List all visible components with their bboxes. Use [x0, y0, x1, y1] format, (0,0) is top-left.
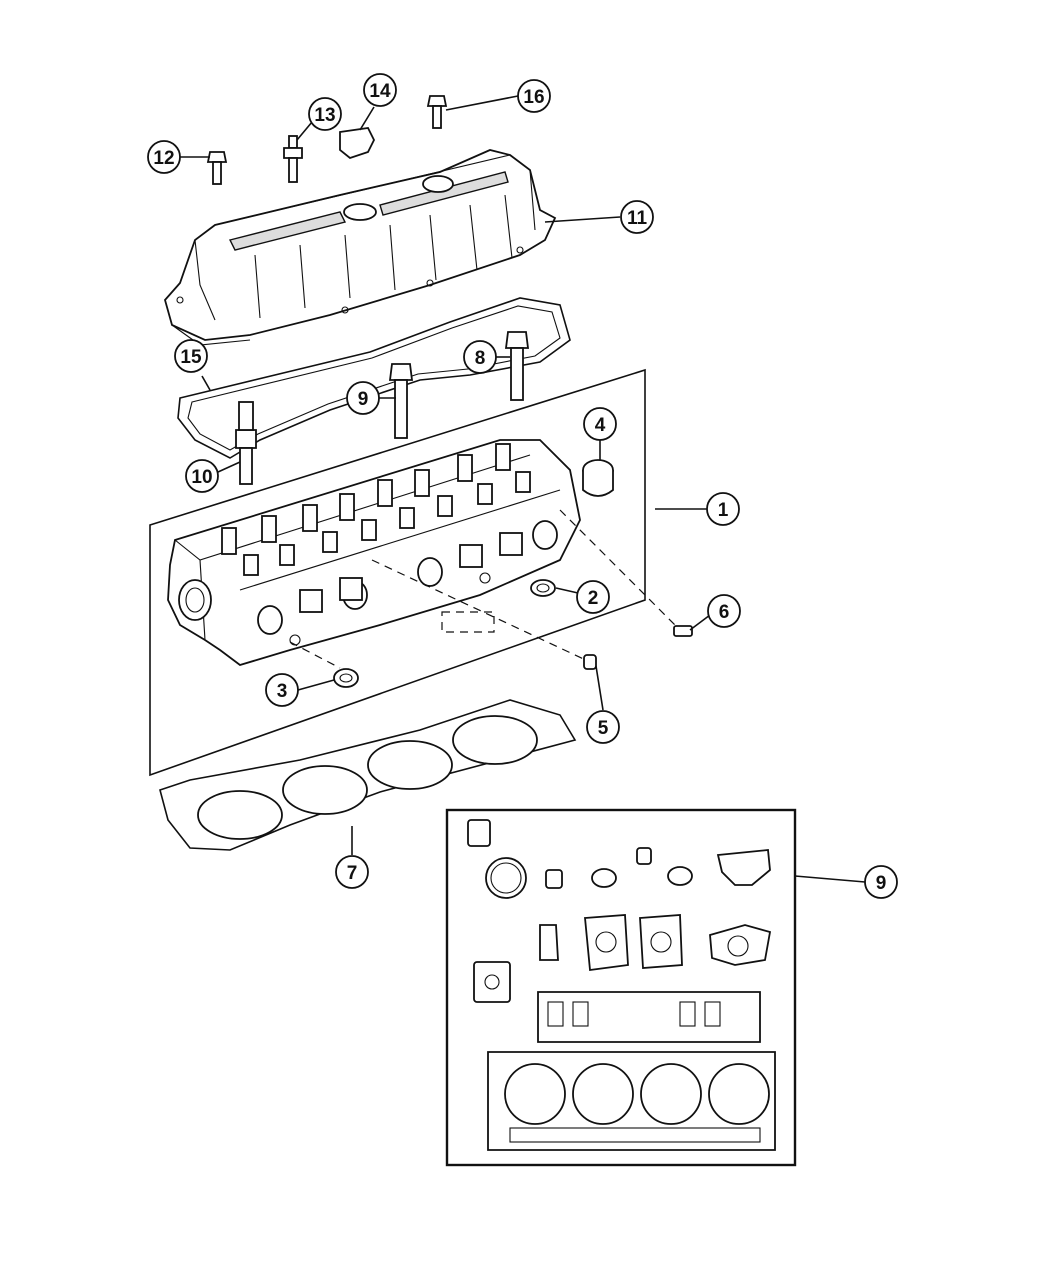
- callout-label: 11: [627, 208, 648, 229]
- cylinder-head: [167, 439, 581, 666]
- callout-3: 3: [265, 673, 299, 707]
- oil-cap-14: [339, 127, 376, 160]
- callout-1: 1: [706, 492, 740, 526]
- plug-4: [582, 459, 614, 497]
- callout-label: 8: [475, 348, 486, 369]
- callout-14: 14: [363, 73, 397, 107]
- callout-4: 4: [583, 407, 617, 441]
- callout-label: 1: [718, 500, 729, 521]
- callout-8: 8: [463, 340, 497, 374]
- callout-12: 12: [147, 140, 181, 174]
- callout-9-kit: 9: [864, 865, 898, 899]
- callout-5: 5: [586, 710, 620, 744]
- valve-cover-gasket: [177, 297, 571, 459]
- callout-label: 9: [876, 873, 887, 894]
- callout-7: 7: [335, 855, 369, 889]
- callout-2: 2: [576, 580, 610, 614]
- callout-16: 16: [517, 79, 551, 113]
- cylinder-head-assembly-frame: [149, 368, 646, 777]
- callout-6: 6: [707, 594, 741, 628]
- callout-label: 13: [314, 105, 335, 126]
- head-bolt-8: [504, 331, 530, 401]
- head-bolt-10: [235, 401, 257, 485]
- seal-2: [530, 579, 556, 597]
- seal-3: [333, 668, 359, 688]
- gasket-kit: [445, 808, 797, 1167]
- valve-cover: [164, 149, 557, 346]
- callout-label: 2: [588, 588, 599, 609]
- alignment-lines: [289, 509, 679, 669]
- callout-label: 16: [523, 87, 544, 108]
- callout-15: 15: [174, 339, 208, 373]
- callout-label: 6: [719, 602, 730, 623]
- callout-label: 7: [347, 863, 358, 884]
- stud-6: [673, 625, 693, 637]
- callout-label: 9: [358, 389, 369, 410]
- valve-springs: [221, 443, 531, 576]
- callout-10: 10: [185, 459, 219, 493]
- callout-label: 3: [277, 681, 288, 702]
- leader-lines: [180, 95, 866, 883]
- callout-13: 13: [308, 97, 342, 131]
- head-bolt-9: [388, 363, 414, 439]
- bolt-12: [206, 151, 228, 185]
- callout-label: 12: [153, 148, 174, 169]
- callout-label: 5: [598, 718, 609, 739]
- callout-label: 4: [595, 415, 606, 436]
- callout-label: 15: [180, 347, 202, 368]
- stud-13: [283, 135, 303, 183]
- bolt-16: [426, 95, 448, 129]
- callout-11: 11: [620, 200, 654, 234]
- callout-label: 10: [191, 467, 212, 488]
- callout-label: 14: [369, 81, 391, 102]
- callout-9-bolt: 9: [346, 381, 380, 415]
- head-gasket: [159, 699, 577, 851]
- dowel-5: [583, 654, 597, 670]
